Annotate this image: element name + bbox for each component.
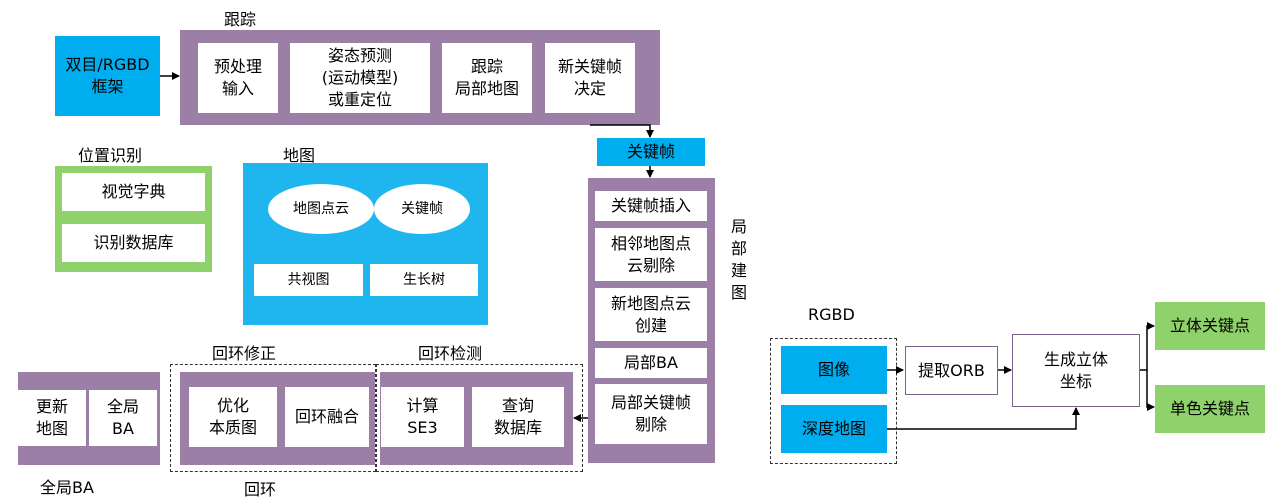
loop-correction-label: 回环修正: [212, 344, 277, 363]
keyframe-tag: 关键帧: [597, 138, 705, 166]
tracking-pose-prediction-box: 姿态预测 (运动模型) 或重定位: [290, 43, 430, 113]
rgbd-label: RGBD: [808, 305, 855, 324]
place-recognition-label: 位置识别: [78, 146, 143, 165]
tracking-preprocess-box: 预处理 输入: [198, 43, 278, 113]
mono-keypoints-box: 单色关键点: [1155, 385, 1265, 433]
local-keyframe-culling-box: 局部关键帧 剔除: [595, 384, 707, 444]
arrow-to-stereo-keypoints: [1140, 322, 1155, 371]
loop-fusion-box: 回环融合: [285, 387, 369, 447]
tracking-local-map-box: 跟踪 局部地图: [442, 43, 532, 113]
loop-detection-label: 回环检测: [418, 344, 483, 363]
recognition-database-box: 识别数据库: [62, 224, 205, 262]
global-ba-inner-box: 全局 BA: [89, 390, 157, 446]
arrow-depth-to-stereo: [887, 407, 1080, 430]
update-map-box: 更新 地图: [18, 390, 86, 446]
rgbd-dashed-frame: [770, 338, 897, 464]
map-point-cloud-ellipse: 地图点云: [268, 184, 374, 234]
tracking-new-keyframe-box: 新关键帧 决定: [545, 43, 635, 113]
query-database-box: 查询 数据库: [472, 387, 564, 447]
covisibility-graph-box: 共视图: [254, 264, 363, 296]
arrow-to-mono-keypoints: [1146, 370, 1155, 411]
keyframe-insertion-box: 关键帧插入: [595, 191, 707, 221]
tracking-label: 跟踪: [224, 10, 257, 29]
image-box: 图像: [781, 346, 887, 394]
arrow-tracking-to-keyframe: [590, 124, 654, 138]
spanning-tree-box: 生长树: [370, 264, 478, 296]
optimize-essential-graph-box: 优化 本质图: [189, 387, 277, 447]
compute-se3-box: 计算 SE3: [381, 387, 464, 447]
stereo-rgbd-frame-box: 双目/RGBD 框架: [55, 36, 160, 116]
visual-vocabulary-box: 视觉字典: [62, 173, 205, 211]
stereo-keypoints-box: 立体关键点: [1155, 302, 1265, 350]
extract-orb-box: 提取ORB: [905, 346, 998, 395]
map-point-culling-box: 相邻地图点 云剔除: [595, 228, 707, 281]
stereo-coordinates-box: 生成立体 坐标: [1012, 334, 1140, 407]
loop-correction-dashed-frame: [170, 364, 376, 472]
new-map-point-creation-box: 新地图点云 创建: [595, 288, 707, 341]
map-label: 地图: [283, 146, 316, 165]
map-keyframe-ellipse: 关键帧: [374, 184, 470, 234]
local-ba-box: 局部BA: [595, 348, 707, 378]
loop-closing-label: 回环: [244, 480, 277, 499]
depth-map-box: 深度地图: [781, 405, 887, 453]
global-ba-label: 全局BA: [40, 478, 94, 497]
local-mapping-label: 局 部 建 图: [730, 217, 747, 302]
